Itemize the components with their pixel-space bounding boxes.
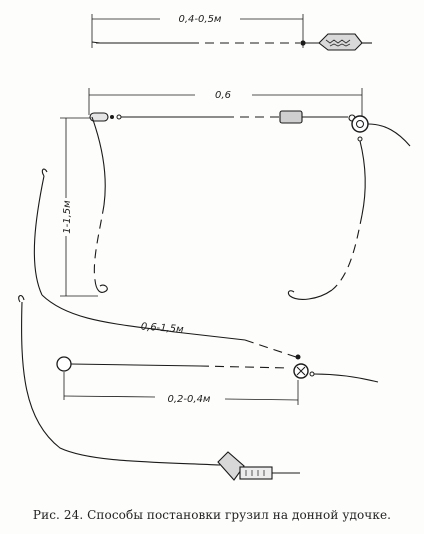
dim-label-branch-spacing: 0,6	[215, 90, 231, 101]
ring-icon	[293, 363, 309, 379]
sinker-icon	[89, 112, 109, 122]
dimension-line	[63, 395, 156, 398]
swivel-knot	[300, 40, 306, 46]
long-leader-upper	[33, 175, 45, 296]
sinker-ball-icon	[56, 356, 72, 372]
dim-label-leader-length: 0,4-0,5м	[179, 14, 222, 25]
float-icon	[279, 110, 303, 124]
hook-icon	[94, 279, 108, 293]
leader-left-upper	[91, 116, 106, 206]
main-line-to-rod	[367, 123, 411, 147]
hook-icon	[41, 168, 48, 177]
hook-icon	[287, 289, 333, 300]
trailing-line	[21, 301, 221, 466]
dim-label-long-leader: 0,6-1,5м	[140, 322, 184, 336]
long-leader	[41, 294, 246, 341]
leader-right-dashed	[331, 214, 363, 291]
flat-sinker-icon	[217, 451, 273, 481]
figure-caption: Рис. 24. Способы постановки грузил на до…	[32, 508, 392, 522]
main-line	[70, 363, 201, 367]
dim-label-short-leader: 0,2-0,4м	[168, 394, 211, 405]
ring-icon	[351, 115, 369, 133]
hook-icon	[18, 294, 25, 303]
sinker-icon	[318, 33, 363, 51]
rig-2: 0,6	[60, 88, 411, 300]
rig-4	[18, 294, 300, 481]
knot	[309, 371, 315, 377]
knot	[110, 115, 114, 119]
knot	[116, 114, 122, 120]
main-line-to-rod	[313, 373, 379, 383]
leader-left-dashed	[93, 204, 105, 281]
main-line-dashed	[199, 365, 291, 369]
leader-right-upper	[359, 140, 366, 216]
rig-1: 0,4-0,5м	[91, 14, 372, 51]
long-leader-dashed	[244, 339, 297, 358]
dimension-line	[224, 398, 299, 401]
knot	[357, 136, 363, 142]
rig-3: 0,6-1,5м 0,2-0,4м	[33, 168, 379, 405]
dim-label-vertical-drop: 1-1,5м	[62, 200, 73, 234]
knot	[295, 354, 301, 360]
